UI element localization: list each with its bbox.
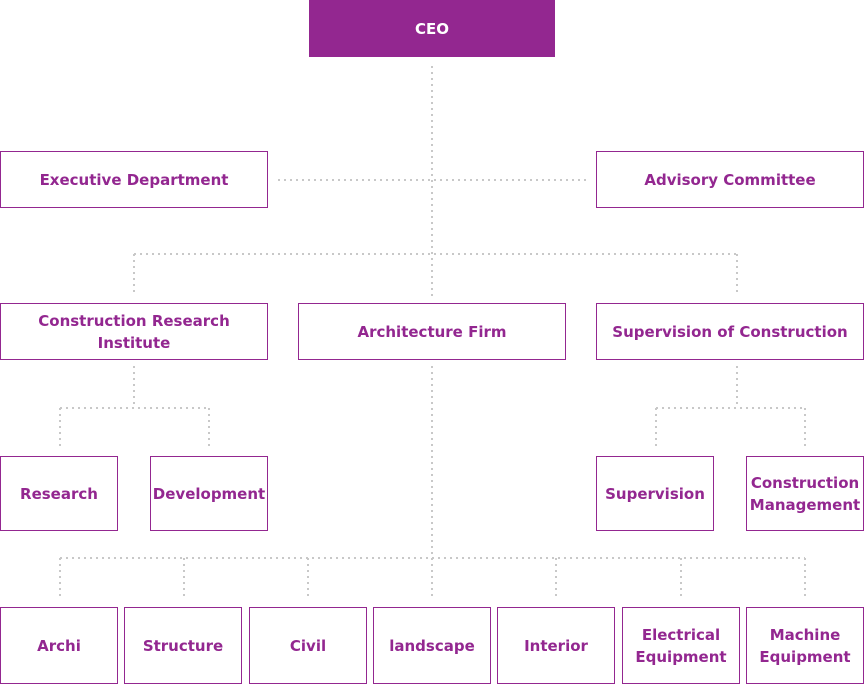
executive-department-node: Executive Department [0,151,268,208]
construction-research-institute-node: Construction Research Institute [0,303,268,360]
structure-node: Structure [124,607,242,684]
development-node: Development [150,456,268,531]
machine-equipment-node: Machine Equipment [746,607,864,684]
civil-node: Civil [249,607,367,684]
ceo-node: CEO [309,0,555,57]
electrical-equipment-node: Electrical Equipment [622,607,740,684]
construction-management-node: Construction Management [746,456,864,531]
archi-node: Archi [0,607,118,684]
architecture-firm-node: Architecture Firm [298,303,566,360]
landscape-node: landscape [373,607,491,684]
supervision-of-construction-node: Supervision of Construction [596,303,864,360]
research-node: Research [0,456,118,531]
advisory-committee-node: Advisory Committee [596,151,864,208]
supervision-node: Supervision [596,456,714,531]
interior-node: Interior [497,607,615,684]
